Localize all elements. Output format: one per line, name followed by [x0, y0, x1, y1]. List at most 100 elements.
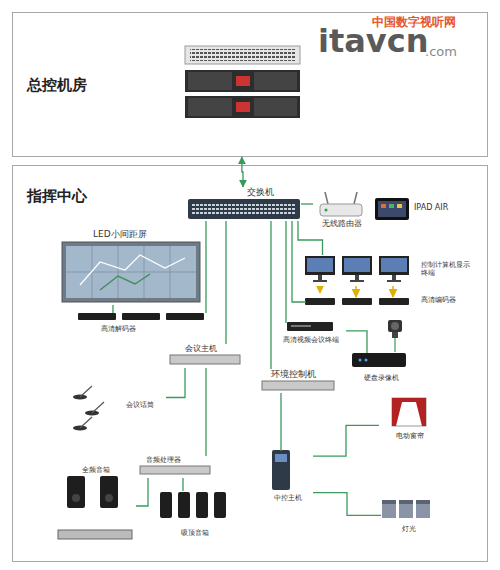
network-connector [166, 368, 185, 398]
decoder-icons [166, 313, 204, 320]
device-node: 会议主机 [171, 344, 241, 368]
device-label: 无线路由器 [313, 219, 371, 228]
tablet-icon [378, 201, 406, 217]
recorder-icon [352, 353, 406, 367]
network-connector [205, 368, 206, 456]
device-node: 控制计算机显示终端 [306, 255, 471, 287]
environment-controller-icon [262, 381, 334, 390]
encoder-icons [342, 298, 372, 305]
network-connector [292, 221, 306, 302]
device-label: 会议主机 [185, 344, 241, 353]
encoder-icons [379, 298, 409, 305]
tablet-icon [381, 204, 386, 208]
device-label: 高清视频会议终端 [276, 336, 346, 344]
ceiling-speaker-icons [214, 492, 226, 518]
device-node: 高清编码器 [306, 293, 471, 311]
device-node: 高清解码器 [71, 313, 211, 341]
network-connector [301, 203, 313, 204]
area-box: 指挥中心交换机无线路由器IPAD AIRLED小间距屏高清解码器控制计算机显示终… [12, 165, 488, 562]
network-connector [346, 331, 367, 353]
router-icon [320, 192, 362, 216]
rack-equipment [188, 98, 232, 116]
network-connector [182, 478, 183, 491]
rack-equipment [254, 98, 297, 116]
network-connector [280, 393, 281, 451]
router-icon [354, 192, 357, 204]
curtain-icon [392, 398, 426, 402]
camera-icon [388, 320, 402, 332]
curtain-icon [416, 402, 426, 426]
monitor-icons [342, 256, 372, 275]
network-connector [270, 221, 271, 369]
camera-icon [392, 332, 398, 338]
environment-controller-icon [262, 381, 334, 390]
light-icons [382, 500, 430, 518]
network-connector [285, 221, 286, 323]
camera-icon [388, 320, 402, 352]
camera-icon [394, 338, 395, 352]
ceiling-speaker-icons [160, 492, 172, 518]
signal-arrow [356, 286, 393, 297]
monitor-icons [381, 258, 407, 272]
monitor-icons [307, 258, 333, 272]
ceiling-speaker-icons [160, 492, 226, 518]
decoder-icons [78, 313, 204, 320]
led-wall-icon [66, 246, 196, 298]
monitor-icons [379, 256, 409, 275]
control-panel-icon [272, 450, 290, 490]
device-label: 高清解码器 [101, 325, 201, 333]
device-label: 中控主机 [263, 494, 313, 502]
light-icons [382, 500, 396, 504]
network-connector [205, 221, 206, 313]
speaker-amplifier-icons [67, 476, 85, 508]
device-label: 吸顶音箱 [159, 529, 231, 537]
speaker-amplifier-icons [105, 494, 113, 502]
audio-processor-icon [140, 466, 210, 474]
area-title: 总控机房 [27, 77, 107, 94]
ceiling-speaker-icons [178, 492, 190, 518]
decoder-icons [78, 313, 116, 320]
device-node: 交换机 [189, 187, 301, 221]
light-icons [382, 500, 396, 518]
led-wall-icon [62, 242, 200, 302]
rack-equipment [185, 46, 300, 118]
monitor-icons [305, 256, 335, 275]
tablet-icon [375, 198, 409, 220]
rack-equipment [185, 46, 300, 64]
device-node: 硬盘录像机 [346, 353, 416, 387]
monitor-icons [350, 280, 364, 282]
device-label: LED小间距屏 [93, 229, 193, 239]
device-node: 吸顶音箱 [159, 491, 231, 541]
device-label: 环境控制机 [271, 369, 335, 379]
curtain-icon [392, 398, 426, 426]
network-connector [242, 157, 243, 187]
curtain-icon [392, 398, 426, 426]
camera-icon [391, 322, 399, 330]
conference-terminal-icon [291, 325, 311, 327]
led-wall-icon [66, 246, 196, 298]
signal-arrow [392, 286, 394, 297]
conference-terminal-icon [287, 322, 333, 331]
device-node: 全频音箱 [56, 466, 136, 546]
speaker-amplifier-icons [100, 476, 118, 508]
monitor-icons [355, 275, 359, 280]
monitor-icons [305, 256, 409, 282]
speaker-amplifier-icons [58, 530, 132, 539]
signal-arrow [355, 286, 357, 297]
encoder-icons [305, 298, 335, 305]
device-node: 环境控制机 [263, 369, 335, 393]
monitor-icons [387, 280, 401, 282]
device-node: 中控主机 [263, 451, 313, 503]
rack-equipment [185, 70, 300, 92]
network-connector [112, 305, 113, 313]
device-label: 灯光 [381, 525, 436, 533]
device-label: 音频处理器 [146, 456, 211, 464]
tablet-icon [397, 204, 402, 208]
led-wall-icon [80, 255, 185, 285]
tablet-icon [389, 204, 394, 208]
area-title: 指挥中心 [27, 188, 107, 205]
switch-icon [188, 199, 300, 219]
tablet-icon [375, 198, 409, 220]
network-connector [313, 493, 381, 516]
